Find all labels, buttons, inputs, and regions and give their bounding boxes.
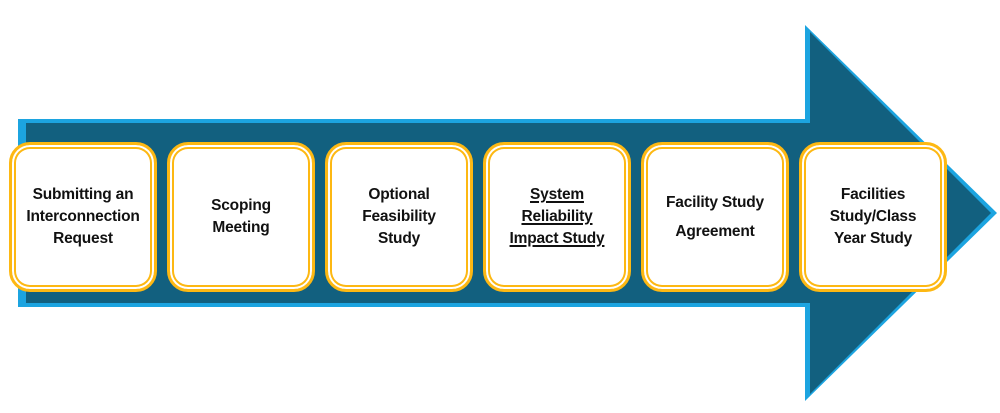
step-text-line: Year Study (833, 230, 913, 247)
step-text-line: System (530, 186, 584, 203)
step-text-line: Impact Study (509, 230, 605, 247)
step-text-line: Request (53, 230, 113, 247)
step-text-line: Study (377, 230, 421, 247)
step-text-line: Facilities (840, 186, 906, 203)
step-text-line: Optional (368, 186, 430, 203)
step-text-line: Submitting an (32, 186, 134, 203)
step-text-line: Interconnection (26, 208, 140, 225)
step-text-line: Facility Study (666, 193, 764, 211)
step-text-line: Study/Class (829, 208, 917, 225)
step-text-line: Meeting (212, 219, 270, 236)
step-text-line: Agreement (675, 222, 755, 240)
step-text-line: Feasibility (362, 208, 436, 225)
step-text-line: Reliability (521, 208, 593, 225)
step-text-line: Scoping (211, 197, 271, 214)
